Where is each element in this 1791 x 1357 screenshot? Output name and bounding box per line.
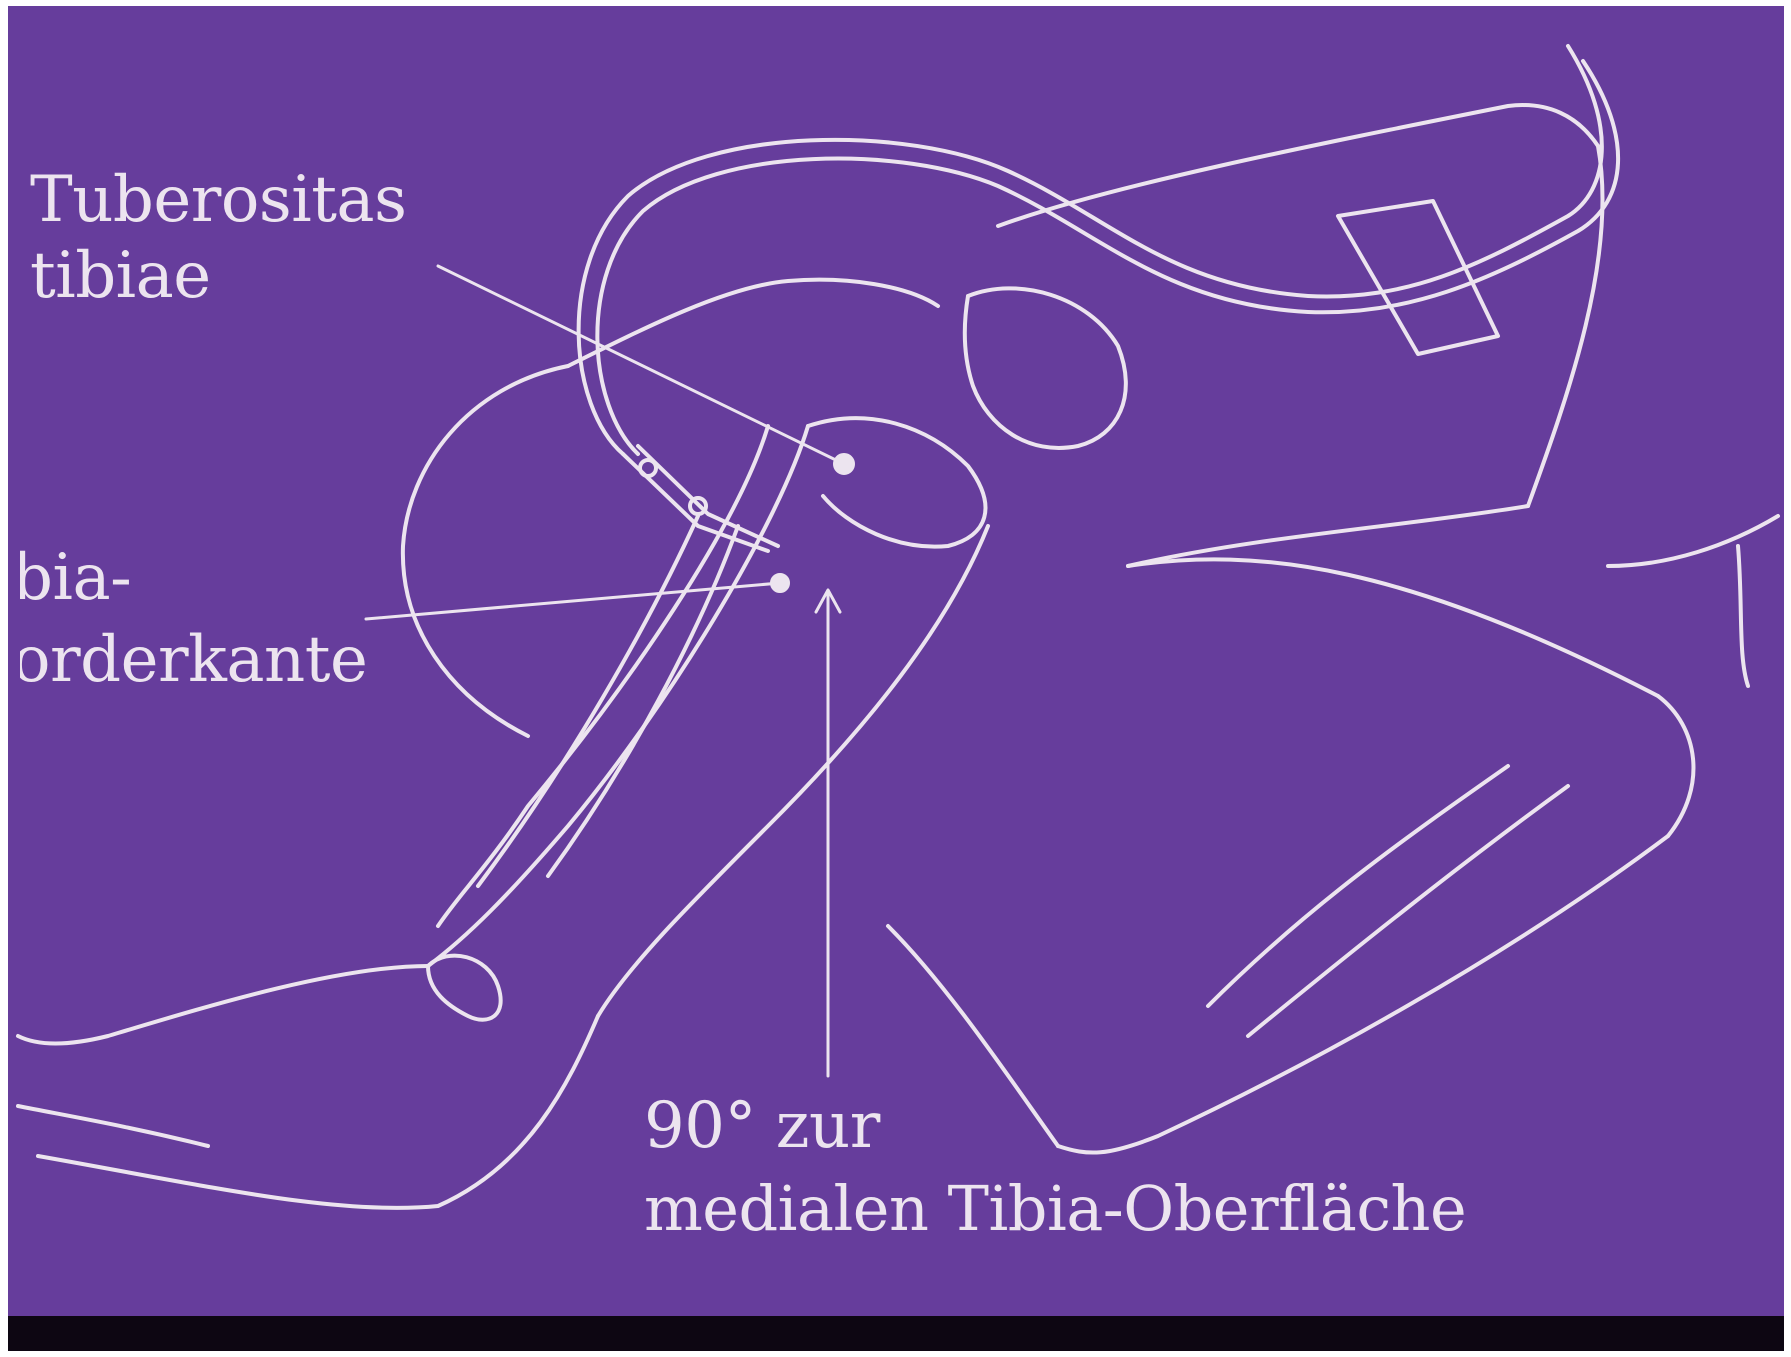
tibia-front bbox=[428, 426, 808, 966]
drill-ring-1 bbox=[640, 460, 656, 476]
tuberositas-dot bbox=[835, 455, 853, 473]
slide-bottom-border bbox=[8, 1316, 1784, 1351]
foot-top bbox=[18, 966, 428, 1044]
sheet-fold-2 bbox=[1248, 786, 1568, 1036]
label-tuberositas-line2: tibiae bbox=[30, 244, 211, 308]
thigh-bottom bbox=[1128, 506, 1528, 566]
cushion-bottom bbox=[1058, 836, 1668, 1153]
cushion-right bbox=[1658, 696, 1693, 836]
slide: Tuberositas tibiae bia- orderkante 90° z… bbox=[8, 6, 1784, 1351]
cushion-left bbox=[888, 926, 1058, 1146]
tape bbox=[1338, 201, 1498, 354]
thigh-top bbox=[998, 105, 1598, 226]
tubing-inner bbox=[597, 61, 1618, 454]
label-tuberositas-line1: Tuberositas bbox=[30, 168, 406, 232]
tibia-plateau bbox=[808, 418, 985, 546]
tibia-back bbox=[438, 426, 768, 926]
pillow bbox=[403, 366, 568, 736]
right-edge bbox=[1608, 516, 1778, 566]
cushion-top bbox=[1128, 559, 1658, 696]
ankle-bone bbox=[428, 956, 501, 1020]
shin-band-2 bbox=[548, 526, 738, 876]
label-angle-line2: medialen Tibia-Oberfläche bbox=[644, 1178, 1466, 1240]
knee-cap bbox=[965, 288, 1126, 448]
thigh-right bbox=[1528, 146, 1603, 506]
foot-bottom bbox=[18, 1106, 208, 1146]
tubing-outer bbox=[579, 46, 1602, 454]
label-angle-line1: 90° zur bbox=[644, 1094, 880, 1158]
right-edge-2 bbox=[1738, 546, 1748, 686]
pillow-top bbox=[568, 280, 938, 366]
label-vorderkante-line1: bia- bbox=[12, 546, 131, 610]
label-vorderkante-line2: orderkante bbox=[12, 628, 367, 692]
pointer-tuberositas bbox=[438, 266, 844, 464]
calf-lower bbox=[38, 1016, 598, 1208]
vorderkante-dot bbox=[772, 575, 788, 591]
sheet-fold-1 bbox=[1208, 766, 1508, 1006]
